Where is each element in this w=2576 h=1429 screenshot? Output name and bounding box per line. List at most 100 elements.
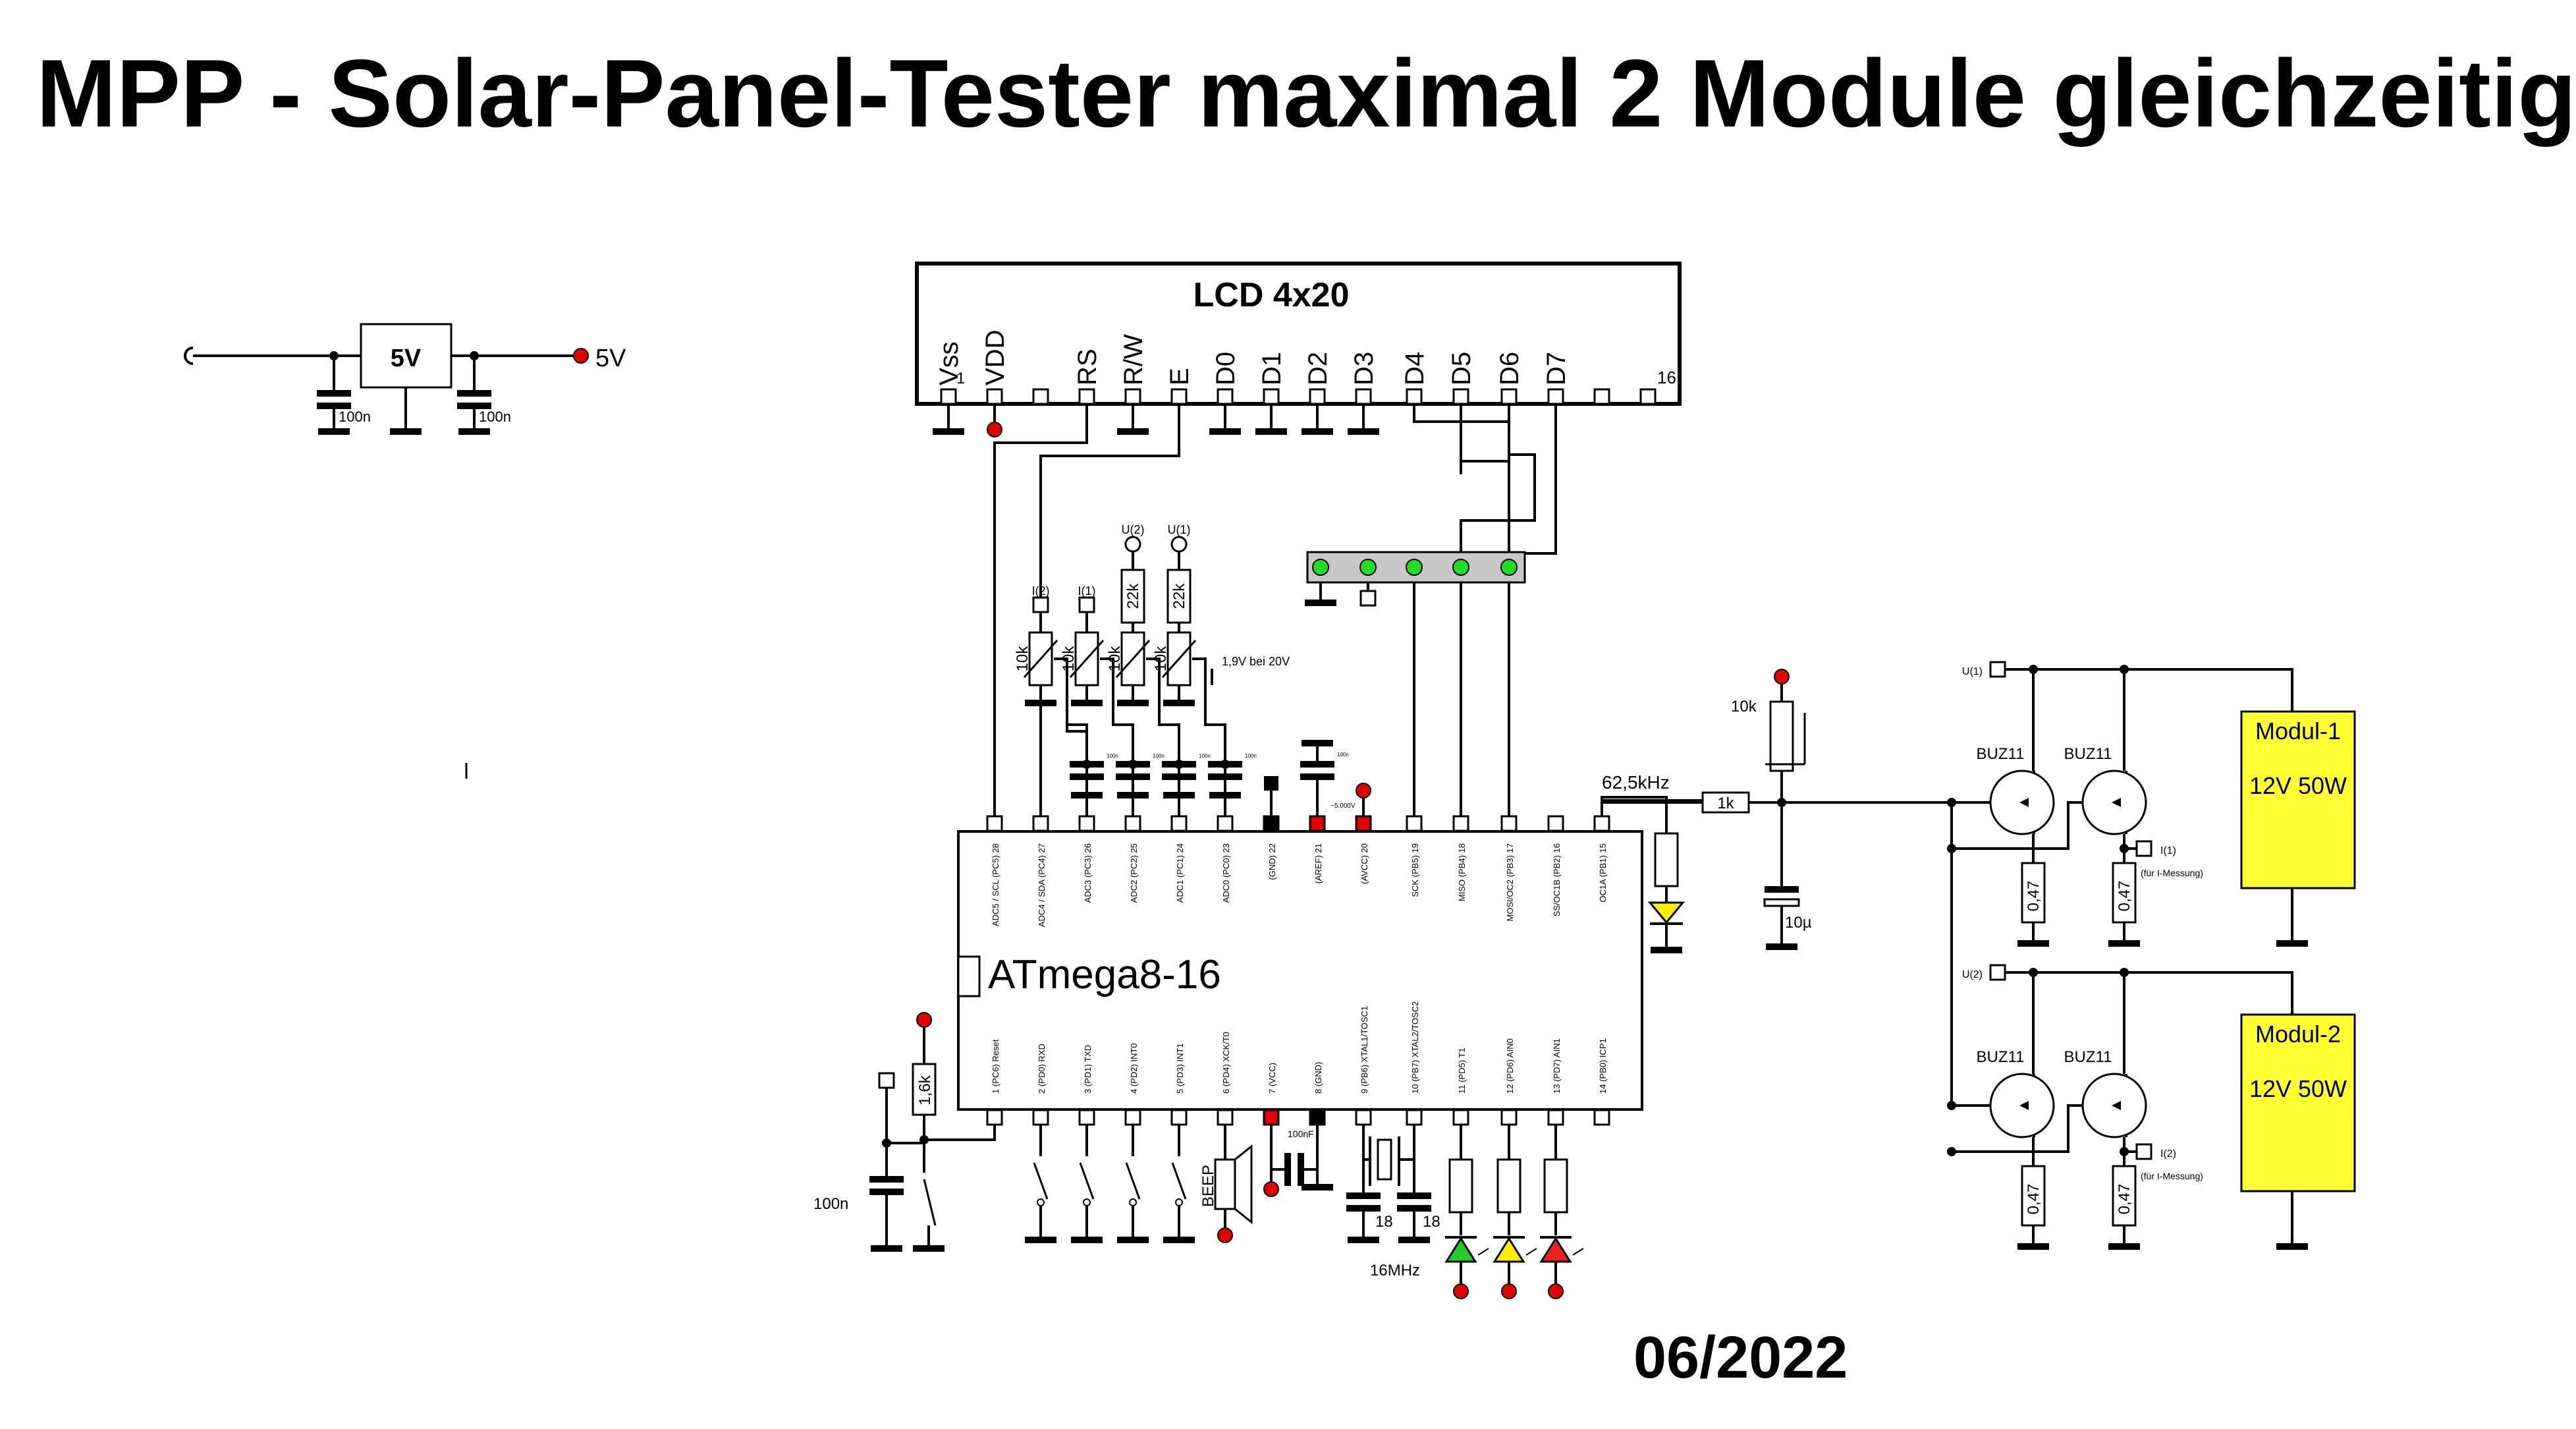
current-sense-label: I(1) — [2160, 845, 2176, 856]
pot-label: 10k — [1014, 646, 1031, 672]
ground-symbol — [1117, 792, 1149, 799]
filter-capacitor — [1070, 761, 1104, 768]
junction-dot — [2029, 968, 2038, 977]
wire — [1460, 404, 1536, 816]
lcd-pin-6 — [1170, 388, 1188, 405]
input-label: I(1) — [1078, 584, 1096, 598]
mcu-bottom-pin-9 — [1355, 1109, 1372, 1126]
resistor-label: 1k — [1717, 795, 1734, 812]
divider-note: 1,9V bei 20V — [1222, 655, 1290, 668]
ground-symbol — [318, 428, 350, 435]
crystal-label: 16MHz — [1370, 1262, 1420, 1279]
cap-label: 10µ — [1785, 914, 1812, 932]
lcd-pin-label: R/W — [1119, 334, 1148, 385]
fet-label: BUZ11 — [1977, 745, 2025, 763]
current-sense-terminal — [2135, 840, 2152, 857]
solar-module — [2240, 710, 2356, 889]
shunt-label: 0,47 — [2116, 881, 2133, 912]
status-led — [1444, 1237, 1477, 1263]
vout-label: 5V — [595, 345, 626, 372]
input-label: I(2) — [1032, 584, 1050, 598]
voltage-input-terminal — [1124, 536, 1141, 553]
ground-symbol — [1163, 1237, 1195, 1243]
lcd-pin-label: D4 — [1400, 352, 1429, 385]
led-resistor — [1496, 1158, 1521, 1214]
mcu-top-pin-11 — [1452, 815, 1469, 832]
cap-label: 100n — [1153, 753, 1165, 759]
fet-arrow — [2019, 1101, 2029, 1110]
ground-symbol — [1302, 428, 1333, 435]
mcu-pin-label: ADC4 / SDA (PC4) 27 — [1037, 843, 1047, 927]
isp-pin-5 — [1500, 559, 1518, 576]
mcu-bottom-pin-7 — [1263, 1109, 1280, 1126]
decoupling-cap-plate — [1284, 1153, 1291, 1186]
wire — [924, 1125, 996, 1141]
ground-symbol — [1117, 428, 1149, 435]
fet-arrow — [2112, 1101, 2121, 1110]
current-sense-note: (für I-Messung) — [2141, 1171, 2203, 1181]
ground-symbol — [1348, 1237, 1379, 1243]
ground-symbol — [1163, 700, 1195, 706]
lcd-pin-7 — [1217, 388, 1234, 405]
mcu-pin-label: 8 (GND) — [1313, 1062, 1323, 1094]
lcd-pin-label: D6 — [1495, 352, 1524, 385]
mcu-pin-label: ADC0 (PC0) 23 — [1221, 843, 1231, 903]
lcd-pin-12 — [1452, 388, 1469, 405]
pot-arrow — [1069, 640, 1105, 678]
ground-symbol — [390, 428, 422, 435]
trim-pot — [1028, 631, 1053, 686]
pot-label: 10k — [1106, 646, 1124, 672]
current-input-terminal — [1078, 596, 1095, 613]
fet-arrow — [2019, 798, 2029, 807]
cap-label: 100n — [1107, 753, 1118, 759]
mcu-pin-label: OC1A (PB1) 15 — [1598, 843, 1608, 903]
mcu-bottom-pin-1 — [986, 1109, 1003, 1126]
ground-symbol — [1071, 792, 1103, 799]
fet-label: BUZ11 — [2064, 1048, 2112, 1066]
mcu-pin-label: 4 (PD2) INT0 — [1129, 1043, 1139, 1094]
lcd-pin-label: D0 — [1211, 352, 1240, 385]
schematic-title: MPP - Solar-Panel-Tester maximal 2 Modul… — [36, 40, 2576, 147]
cap-label: 100n — [339, 408, 371, 425]
smoothing-cap-plate — [1763, 898, 1800, 907]
fet-label: BUZ11 — [1977, 1048, 2025, 1066]
wire — [1952, 1104, 2083, 1153]
smoothing-cap-plate — [1765, 886, 1799, 893]
mcu-pin-label: (GND) 22 — [1267, 843, 1277, 880]
mcu-bottom-pin-5 — [1170, 1109, 1188, 1126]
input-jack — [184, 347, 194, 365]
ground-symbol — [1305, 600, 1336, 606]
ground-symbol — [1766, 943, 1797, 950]
current-input-terminal — [1032, 596, 1049, 613]
mcu-pin-label: ADC2 (PC2) 25 — [1129, 843, 1139, 903]
ground-symbol — [913, 1245, 945, 1252]
mcu-bottom-pin-10 — [1406, 1109, 1423, 1126]
lcd-pin-9 — [1309, 388, 1326, 405]
lcd-pin16-label: 16 — [1657, 368, 1676, 387]
mcu-bottom-pin-3 — [1078, 1109, 1095, 1126]
avcc-terminal — [1356, 783, 1371, 799]
aref-note: ~5.000V — [1330, 802, 1356, 810]
lcd-pin-label: D7 — [1542, 352, 1571, 385]
ground-symbol — [2017, 1243, 2049, 1250]
led-supply-terminal — [1501, 1283, 1517, 1299]
ground-symbol — [1348, 428, 1379, 435]
lcd-pin-14 — [1547, 388, 1564, 405]
ground-symbol — [871, 1245, 902, 1252]
series-resistor — [1166, 569, 1192, 624]
pushbutton-contact — [1083, 1198, 1091, 1206]
mcu-pin-label: ADC5 / SCL (PC5) 28 — [991, 843, 1000, 926]
filter-capacitor — [1070, 773, 1104, 780]
voltage-regulator — [360, 323, 452, 389]
ground-symbol — [458, 428, 490, 435]
input-label: U(1) — [1168, 523, 1191, 536]
junction-dot — [329, 351, 339, 360]
fet-label: BUZ11 — [2064, 745, 2112, 763]
lcd-pin-16 — [1639, 388, 1657, 405]
led-resistor — [1448, 1158, 1473, 1214]
ground-symbol — [2108, 940, 2140, 947]
ground-symbol — [1117, 1237, 1149, 1243]
pot-arrow — [1115, 640, 1151, 678]
oc1a-pin — [1593, 815, 1610, 832]
lcd-pin-label: D5 — [1447, 352, 1476, 385]
